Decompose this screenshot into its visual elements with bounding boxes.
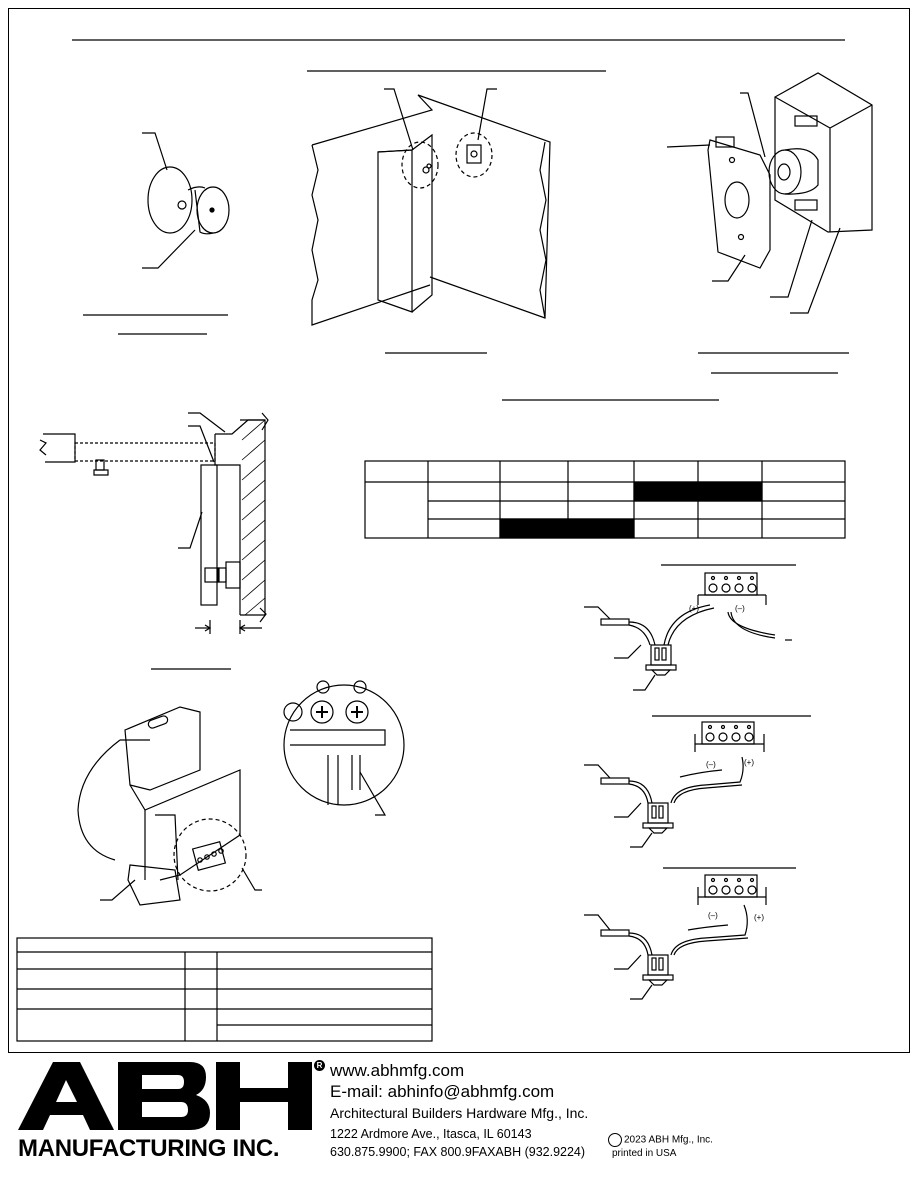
notes-table xyxy=(16,937,433,1042)
company-name: Architectural Builders Hardware Mfg., In… xyxy=(330,1105,589,1121)
wiring-diagram-2 xyxy=(584,715,811,848)
brand-name: MANUFACTURING INC. xyxy=(18,1135,280,1162)
drawing-sheet-border xyxy=(8,8,910,1053)
copyright-icon xyxy=(608,1133,622,1147)
door-holder-knob-illustration xyxy=(142,132,230,269)
wiring-diagram-3 xyxy=(584,867,796,1000)
email-link[interactable]: E-mail: abhinfo@abhmfg.com xyxy=(330,1082,555,1101)
printed-in: printed in USA xyxy=(612,1148,677,1159)
registered-mark-icon: R xyxy=(314,1060,325,1071)
company-address: 1222 Ardmore Ave., Itasca, IL 60143 xyxy=(330,1127,532,1141)
d1-polarity-negative: (–) xyxy=(735,604,745,613)
d2-polarity-positive: (+) xyxy=(744,758,754,767)
terminal-detail-zoom xyxy=(283,680,405,816)
company-phone: 630.875.9900; FAX 800.9FAXABH (932.9224) xyxy=(330,1145,586,1159)
door-wall-perspective xyxy=(311,88,551,326)
abh-logo xyxy=(18,1062,312,1130)
d3-polarity-positive: (+) xyxy=(754,913,764,922)
installation-section-view xyxy=(39,412,269,634)
technical-drawing: (+) (–) (–) (+) (–) (+) xyxy=(16,39,873,1042)
copyright-text: 2023 ABH Mfg., Inc. xyxy=(624,1134,713,1146)
d1-polarity-positive: (+) xyxy=(689,604,699,613)
copyright: 2023 ABH Mfg., Inc. xyxy=(608,1133,713,1147)
specification-table xyxy=(364,460,846,539)
d3-polarity-negative: (–) xyxy=(708,911,718,920)
magnetic-holder-housing xyxy=(666,72,873,314)
wiring-diagram-1 xyxy=(584,564,796,691)
d2-polarity-negative: (–) xyxy=(706,760,716,769)
bracket-assembly-illustration xyxy=(77,706,262,906)
website-link[interactable]: www.abhmfg.com xyxy=(330,1061,465,1080)
